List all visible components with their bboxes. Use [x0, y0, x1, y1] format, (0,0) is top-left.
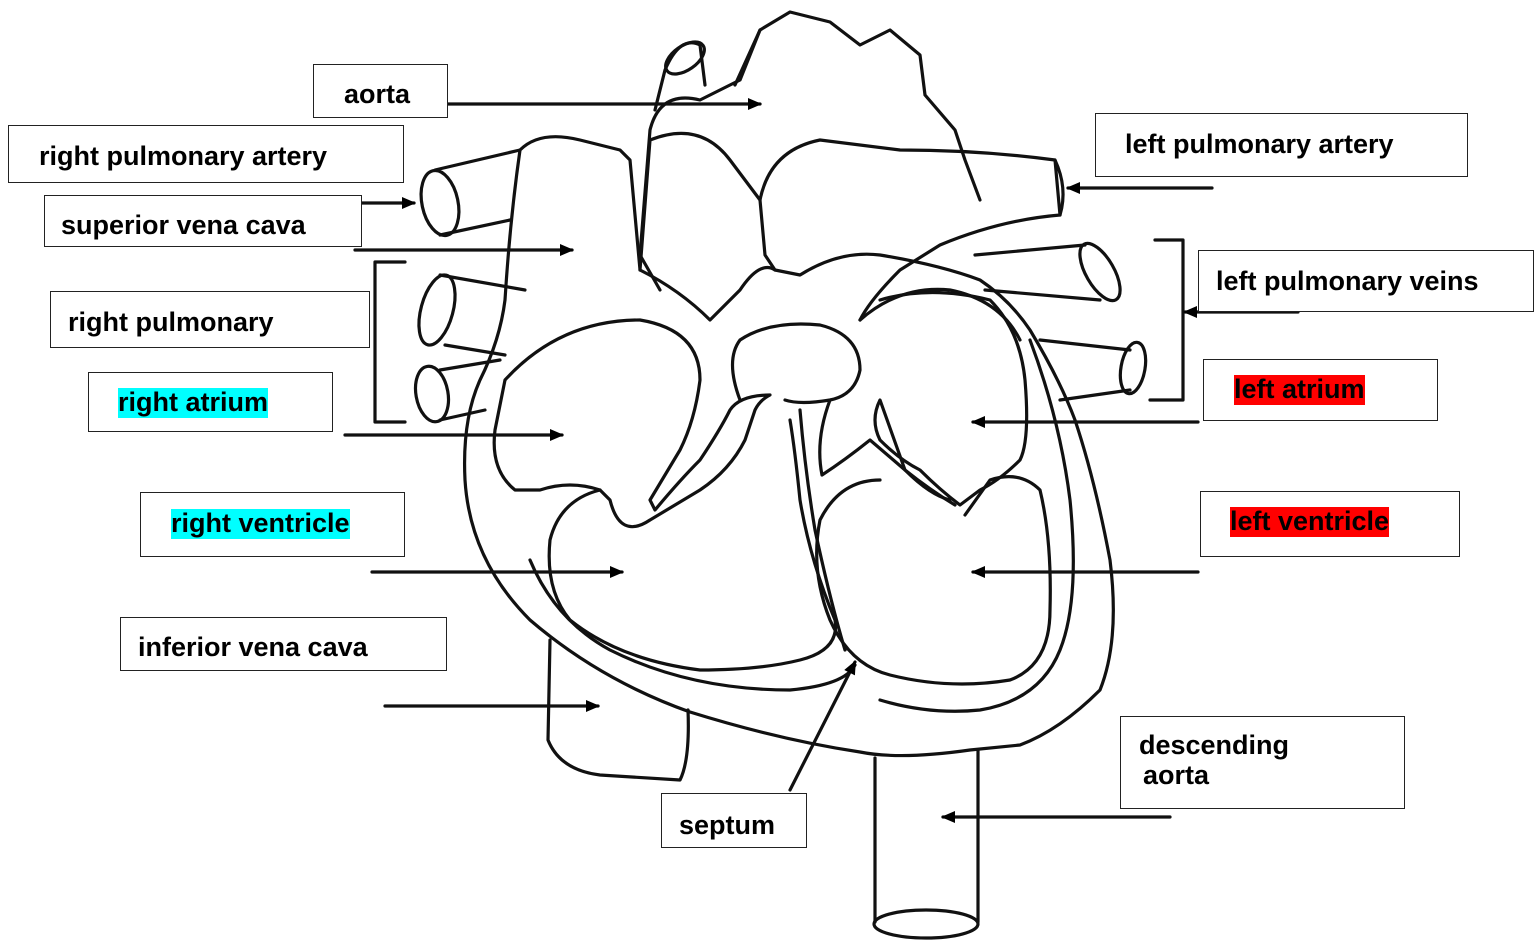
right-pulmonary-vein-lower [440, 360, 500, 370]
aortic-valve [733, 324, 861, 403]
superior-vena-cava-label: superior vena cava [44, 195, 362, 247]
left-atrium-chamber [875, 293, 1027, 506]
right-pulmonary-bracket [375, 262, 405, 422]
left-pulmonary-artery-label-text: left pulmonary artery [1125, 130, 1394, 160]
left-ventricle-chamber [817, 477, 1051, 684]
right-pulmonary-label-text: right pulmonary [68, 308, 274, 338]
right-pulmonary-vein-upper-opening [412, 271, 462, 349]
right-ventricle-label: right ventricle [140, 492, 405, 557]
left-ventricle-label-text: left ventricle [1230, 507, 1389, 537]
right-atrium-label: right atrium [88, 372, 333, 432]
inferior-vena-cava-label: inferior vena cava [120, 617, 447, 671]
right-ventricle-chamber [549, 420, 835, 670]
superior-vena-cava-tube [435, 150, 520, 170]
right-atrium-label-text: right atrium [118, 388, 268, 418]
left-atrium-inner [860, 289, 1020, 340]
aorta-label: aorta [313, 64, 448, 118]
left-pulmonary-artery-label: left pulmonary artery [1095, 113, 1468, 177]
right-ventricle-label-text: right ventricle [171, 509, 350, 539]
superior-vena-cava-opening [416, 167, 465, 239]
descending-aorta-tube [875, 750, 978, 922]
aorta-label-text: aorta [344, 80, 410, 110]
right-pulmonary-vein-lower-opening [411, 364, 452, 425]
inferior-vena-cava-tube [548, 640, 688, 780]
left-pulmonary-veins-label-text: left pulmonary veins [1216, 267, 1479, 297]
pulmonary-trunk-inner [760, 200, 775, 270]
left-pulmonary-vein-lower-low [1060, 390, 1130, 400]
septum-label: septum [661, 793, 807, 848]
inferior-vena-cava-label-text: inferior vena cava [138, 633, 368, 663]
left-pulmonary-vein-upper [975, 245, 1085, 255]
superior-vena-cava-label-text: superior vena cava [61, 211, 306, 241]
mitral-valve [820, 400, 955, 505]
descending-aorta-opening [874, 910, 978, 938]
right-atrium-chamber [494, 320, 770, 527]
septum-arrow [790, 662, 855, 790]
left-atrium-label-text: left atrium [1234, 375, 1365, 405]
right-pulmonary-artery-label-text: right pulmonary artery [39, 142, 327, 172]
left-ventricle-label: left ventricle [1200, 491, 1460, 557]
left-pulmonary-veins-label: left pulmonary veins [1198, 250, 1534, 312]
right-pulmonary-label: right pulmonary [50, 291, 370, 348]
left-pulmonary-vein-upper-opening [1072, 237, 1128, 306]
left-pulmonary-bracket [1150, 240, 1183, 400]
left-ventricle-wall [880, 340, 1073, 711]
right-pulmonary-vein-upper-low [445, 345, 505, 355]
descending-aorta-label-line1: descending [1139, 731, 1404, 761]
left-pulmonary-vein-lower [1040, 340, 1130, 350]
descending-aorta-label: descending aorta [1120, 716, 1405, 809]
descending-aorta-label-line2: aorta [1139, 761, 1404, 791]
right-pulmonary-artery-label: right pulmonary artery [8, 125, 404, 183]
left-atrium-label: left atrium [1203, 359, 1438, 421]
aorta-branch-mid [735, 30, 760, 85]
septum-label-text: septum [679, 811, 775, 841]
